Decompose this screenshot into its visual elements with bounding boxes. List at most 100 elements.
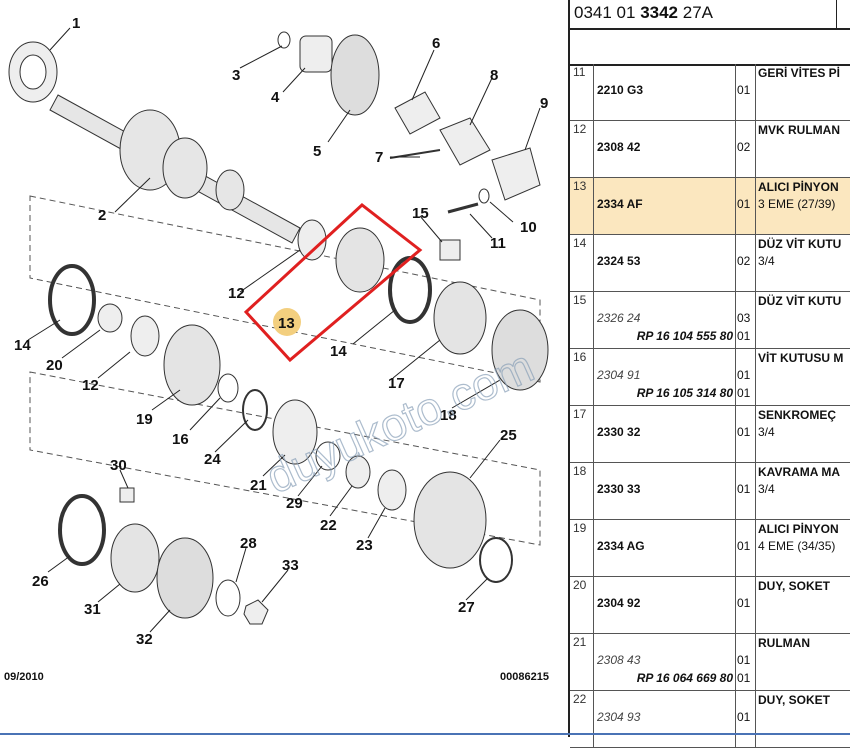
- part-reference: 2330 32: [597, 425, 641, 439]
- callout-18: 18: [440, 407, 457, 424]
- callout-12: 12: [228, 285, 245, 302]
- item-number: 18: [570, 463, 594, 519]
- gear-19: [163, 324, 221, 406]
- item-number: 11: [570, 64, 594, 120]
- part-description-detail: 3/4: [758, 482, 775, 496]
- part-description: ALICI PİNYON: [758, 180, 839, 194]
- item-number: 20: [570, 577, 594, 633]
- main-shaft: [49, 94, 301, 244]
- quantity: 01: [737, 482, 751, 496]
- ring-14-top: [388, 256, 432, 324]
- item-number: 15: [570, 292, 594, 348]
- callout-14: 14: [330, 343, 347, 360]
- item-number: 16: [570, 349, 594, 405]
- part-description: DUY, SOKET: [758, 693, 831, 707]
- leader-lines: [27, 27, 541, 633]
- part-reference: 2334 AF: [597, 197, 643, 211]
- quantity-replacement: 01: [737, 329, 751, 343]
- callout-30: 30: [110, 457, 127, 474]
- callout-10: 10: [520, 219, 537, 236]
- callout-15: 15: [412, 205, 429, 222]
- callout-12: 12: [82, 377, 99, 394]
- part-reference: 2334 AG: [597, 539, 645, 553]
- clip-24: [242, 389, 268, 431]
- bolt-11: [447, 202, 479, 214]
- bush-22: [345, 455, 371, 489]
- gear-13: [335, 227, 385, 293]
- part-9: [491, 147, 541, 201]
- bearing-12-top: [297, 219, 327, 261]
- callout-13: 13: [278, 315, 295, 332]
- part-description-detail: 3/4: [758, 425, 775, 439]
- clip-27: [479, 537, 513, 583]
- callout-22: 22: [320, 517, 337, 534]
- callout-labels: 1234567891011121314151718142012191624212…: [14, 15, 548, 648]
- part-reference-superseded: 2326 24: [597, 311, 641, 325]
- synchro-17: [433, 281, 487, 355]
- description-cell: SENKROMEÇ 3/4: [755, 406, 850, 462]
- item-number: 12: [570, 121, 594, 177]
- sleeve-18: [491, 309, 549, 391]
- washer-10: [478, 188, 490, 204]
- reference-cell: 2304 93: [594, 691, 736, 747]
- reference-cell: 2324 53: [594, 235, 736, 291]
- highlight-box: [243, 203, 423, 363]
- replacement-reference: RP 16 105 314 80: [636, 386, 733, 400]
- callout-25: 25: [500, 427, 517, 444]
- callout-28: 28: [240, 535, 257, 552]
- quantity-cell: 01: [735, 577, 756, 633]
- part-reference-superseded: 2308 43: [597, 653, 641, 667]
- reference-cell: 2308 42: [594, 121, 736, 177]
- callout-3: 3: [232, 67, 240, 84]
- bottom-rule: [0, 733, 850, 735]
- bearing-1: [8, 41, 58, 103]
- washer-28: [215, 579, 241, 617]
- part-description: ALICI PİNYON: [758, 522, 839, 536]
- washer-16: [217, 373, 239, 403]
- part-reference: 2324 53: [597, 254, 641, 268]
- part-reference-superseded: 2304 91: [597, 368, 641, 382]
- callout-23: 23: [356, 537, 373, 554]
- washer-29: [315, 441, 341, 471]
- callout-1: 1: [72, 15, 80, 32]
- gear-25: [413, 471, 487, 569]
- replacement-reference: RP 16 104 555 80: [636, 329, 733, 343]
- description-cell: DÜZ VİT KUTU: [755, 292, 850, 348]
- callout-27: 27: [458, 599, 475, 616]
- part-reference: 2304 92: [597, 596, 641, 610]
- part-6: [394, 91, 441, 135]
- gear-5: [330, 34, 380, 116]
- callout-7: 7: [375, 149, 383, 166]
- quantity: 01: [737, 653, 751, 667]
- part-reference-superseded: 2304 93: [597, 710, 641, 724]
- quantity-replacement: 01: [737, 671, 751, 685]
- part-15: [439, 239, 461, 261]
- callout-20: 20: [46, 357, 63, 374]
- quantity: 03: [737, 311, 751, 325]
- callout-19: 19: [136, 411, 153, 428]
- quantity-cell: 01: [735, 463, 756, 519]
- callout-29: 29: [286, 495, 303, 512]
- part-description: GERİ VİTES Pİ: [758, 66, 841, 80]
- callout-6: 6: [432, 35, 440, 52]
- reference-cell: 2210 G3: [594, 64, 736, 120]
- part-description: SENKROMEÇ: [758, 408, 837, 422]
- bearing-21: [272, 399, 318, 465]
- quantity-cell: 01: [735, 64, 756, 120]
